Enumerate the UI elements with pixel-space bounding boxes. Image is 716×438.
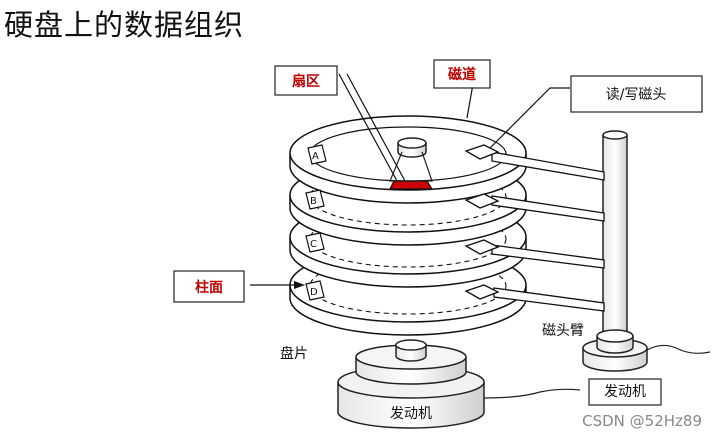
spindle — [389, 137, 433, 182]
sector-highlight — [389, 180, 434, 190]
actuator-column — [602, 130, 628, 348]
platter-letter-c: C — [310, 239, 317, 250]
rw-head-label: 读/写磁头 — [606, 86, 667, 103]
read-write-heads — [464, 144, 500, 300]
platter-label: 盘片 — [280, 345, 308, 362]
head-arms — [491, 151, 605, 312]
pointer-lines — [250, 73, 570, 286]
platter-letter-d: D — [310, 287, 318, 298]
arm-motor-label: 发动机 — [604, 384, 646, 400]
track-label: 磁道 — [448, 66, 476, 83]
main-motor-label: 发动机 — [390, 406, 432, 422]
cylinder-arrow — [294, 281, 305, 289]
page-title: 硬盘上的数据组织 — [4, 8, 245, 42]
arm-motor — [582, 329, 648, 372]
arm-label: 磁头臂 — [542, 323, 584, 339]
sector-label: 扇区 — [292, 73, 320, 90]
label-boxes — [173, 59, 703, 303]
watermark: CSDN @52Hz89 — [582, 412, 702, 430]
platter-letter-boxes — [305, 144, 327, 301]
platter-letter-b: B — [310, 196, 317, 207]
platter-letter-a: A — [312, 151, 319, 162]
cylinder-label: 柱面 — [195, 279, 223, 296]
arm-motor-cable — [646, 344, 711, 354]
motor-cable — [483, 388, 581, 399]
main-motor — [337, 339, 485, 429]
arm-motor-label-box — [588, 378, 662, 406]
